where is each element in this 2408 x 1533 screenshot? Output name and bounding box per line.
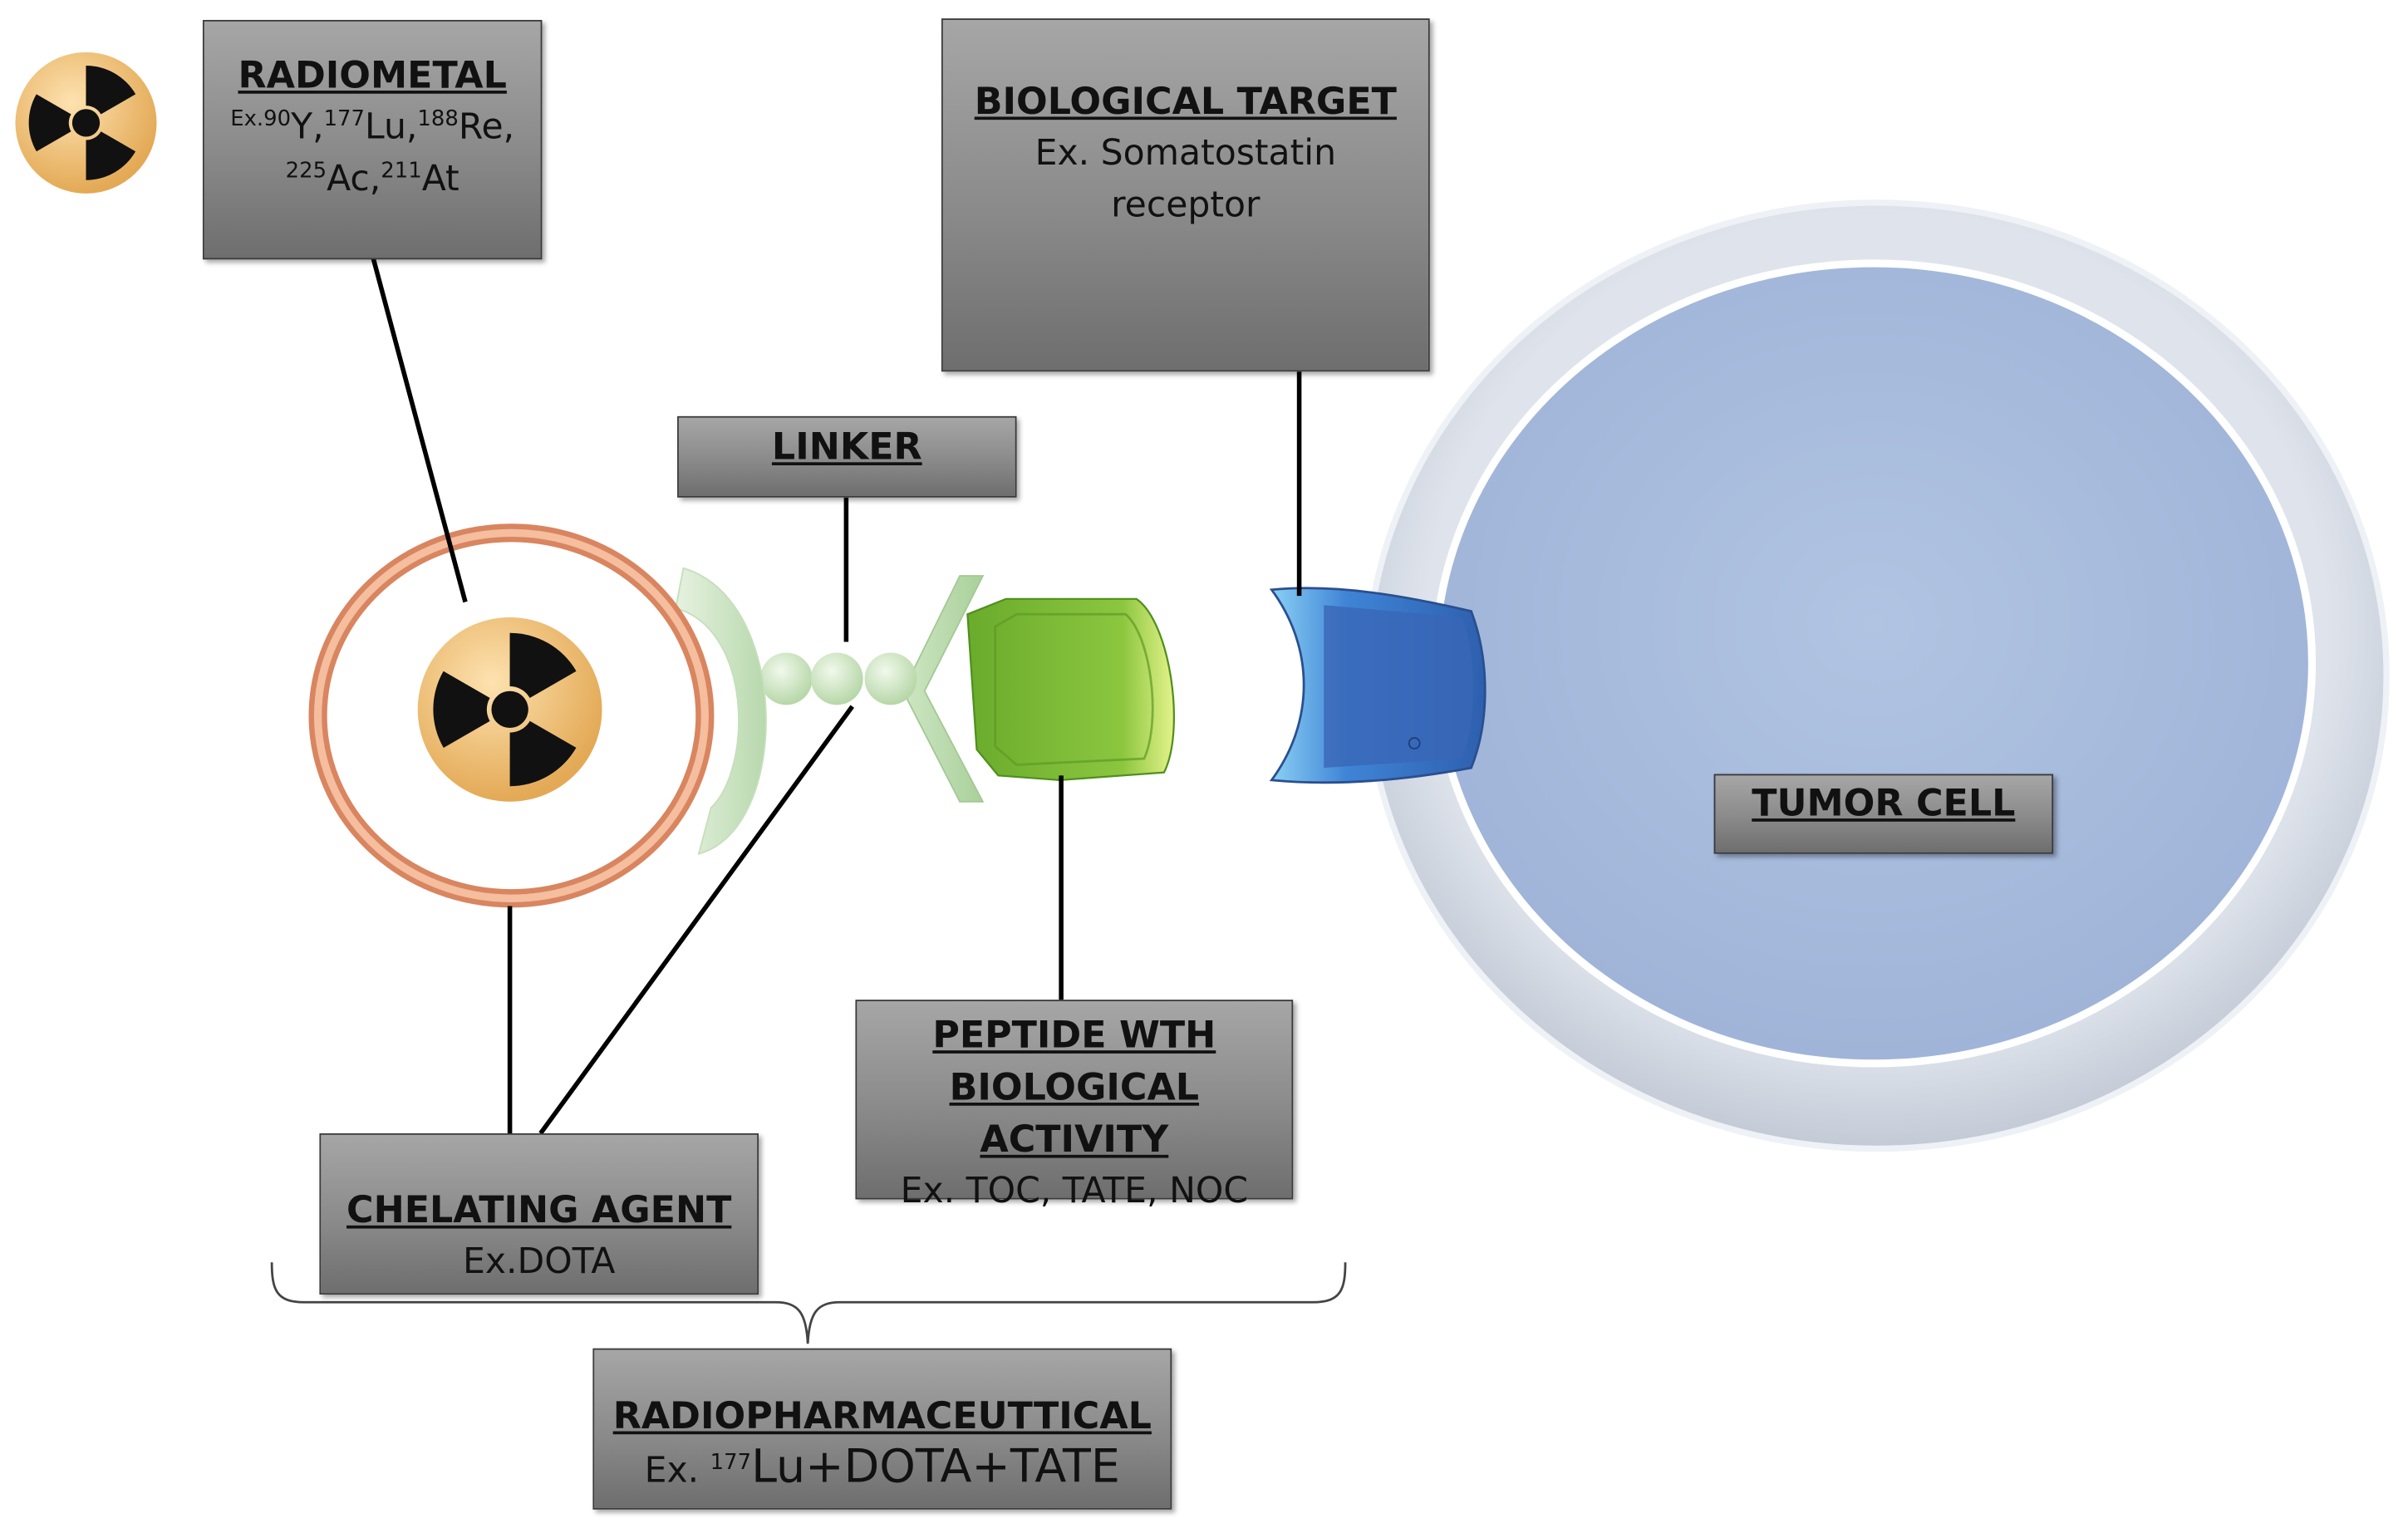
peptide-label-box: PEPTIDE WTH BIOLOGICAL ACTIVITY Ex. TOC,…	[855, 1000, 1294, 1211]
radiopharmaceutical-label-box: RADIOPHARMACEUTTICAL Ex. 177Lu+DOTA+TATE	[592, 1348, 1172, 1510]
peptide-title-line1: PEPTIDE WTH	[932, 1013, 1216, 1057]
tumor-cell	[1364, 199, 2390, 1152]
chelating-agent-title: CHELATING AGENT	[346, 1188, 732, 1232]
linker-chevron	[902, 575, 985, 803]
radiopharmaceutical-example: Ex. 177Lu+DOTA+TATE	[644, 1440, 1120, 1495]
receptor-shape	[1269, 587, 1487, 784]
biological-target-label-box: BIOLOGICAL TARGET Ex. Somatostatin recep…	[941, 18, 1430, 372]
chelating-agent-example: Ex.DOTA	[462, 1242, 616, 1283]
chelator-ring	[308, 523, 715, 908]
tumor-cell-label-box: TUMOR CELL	[1713, 774, 2054, 854]
chelator-bracket	[675, 567, 767, 855]
radiometal-examples: Ex.90Y,177Lu,188Re,225Ac,211At	[230, 106, 515, 200]
biological-target-example-line2: receptor	[1111, 185, 1261, 226]
chelating-agent-label-box: CHELATING AGENT Ex.DOTA	[319, 1133, 759, 1295]
biological-target-title: BIOLOGICAL TARGET	[974, 80, 1397, 123]
biological-target-example-line1: Ex. Somatostatin	[1034, 133, 1337, 174]
radiopharmaceutical-title: RADIOPHARMACEUTTICAL	[612, 1394, 1152, 1437]
radiation-icon	[408, 607, 612, 811]
peptide-example: Ex. TOC, TATE, NOC	[900, 1172, 1249, 1212]
linker-label-box: LINKER	[677, 415, 1017, 498]
peptide-title-line2: BIOLOGICAL ACTIVITY	[949, 1065, 1200, 1162]
radiometal-label-box: RADIOMETAL Ex.90Y,177Lu,188Re,225Ac,211A…	[202, 20, 543, 260]
radiation-icon	[15, 52, 157, 194]
grouping-brace	[270, 1262, 1347, 1344]
peptide-shape	[966, 597, 1175, 782]
linker-title: LINKER	[771, 425, 922, 469]
linker-beads	[759, 652, 917, 705]
radiometal-title: RADIOMETAL	[238, 53, 507, 97]
tumor-cell-title: TUMOR CELL	[1752, 781, 2016, 825]
connector-lines	[371, 257, 1302, 1135]
